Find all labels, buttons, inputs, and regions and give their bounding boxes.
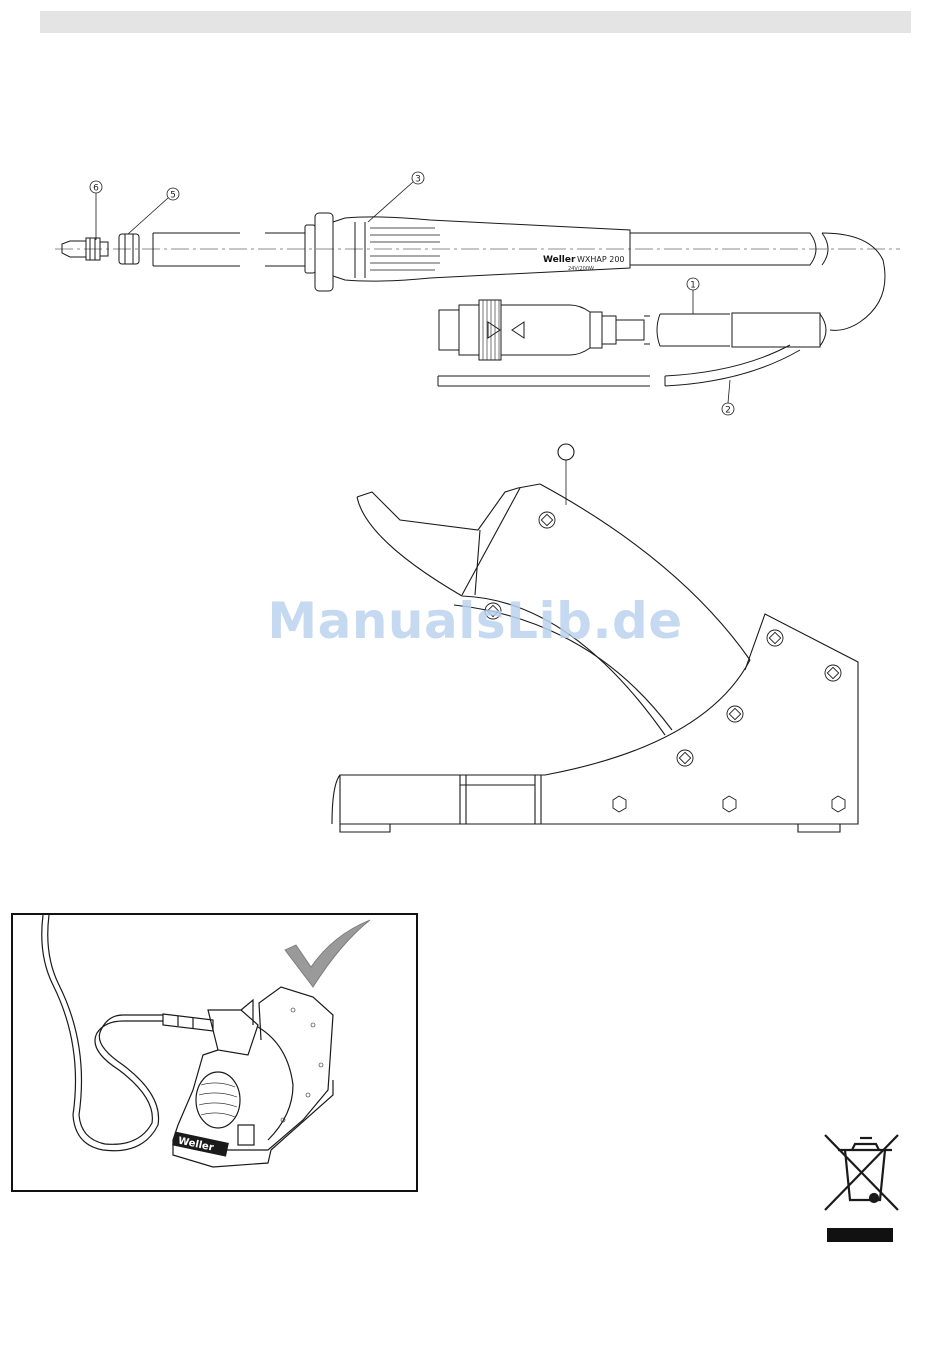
watermark: ManualsLib.de (250, 592, 700, 650)
photo-brand-label: Weller (177, 1136, 215, 1154)
iron-in-holder-drawing: Weller (13, 915, 420, 1194)
holder-stand-diagram (0, 0, 950, 850)
iron-in-holder-illustration: Weller (11, 913, 418, 1192)
check-mark-icon (285, 920, 370, 987)
